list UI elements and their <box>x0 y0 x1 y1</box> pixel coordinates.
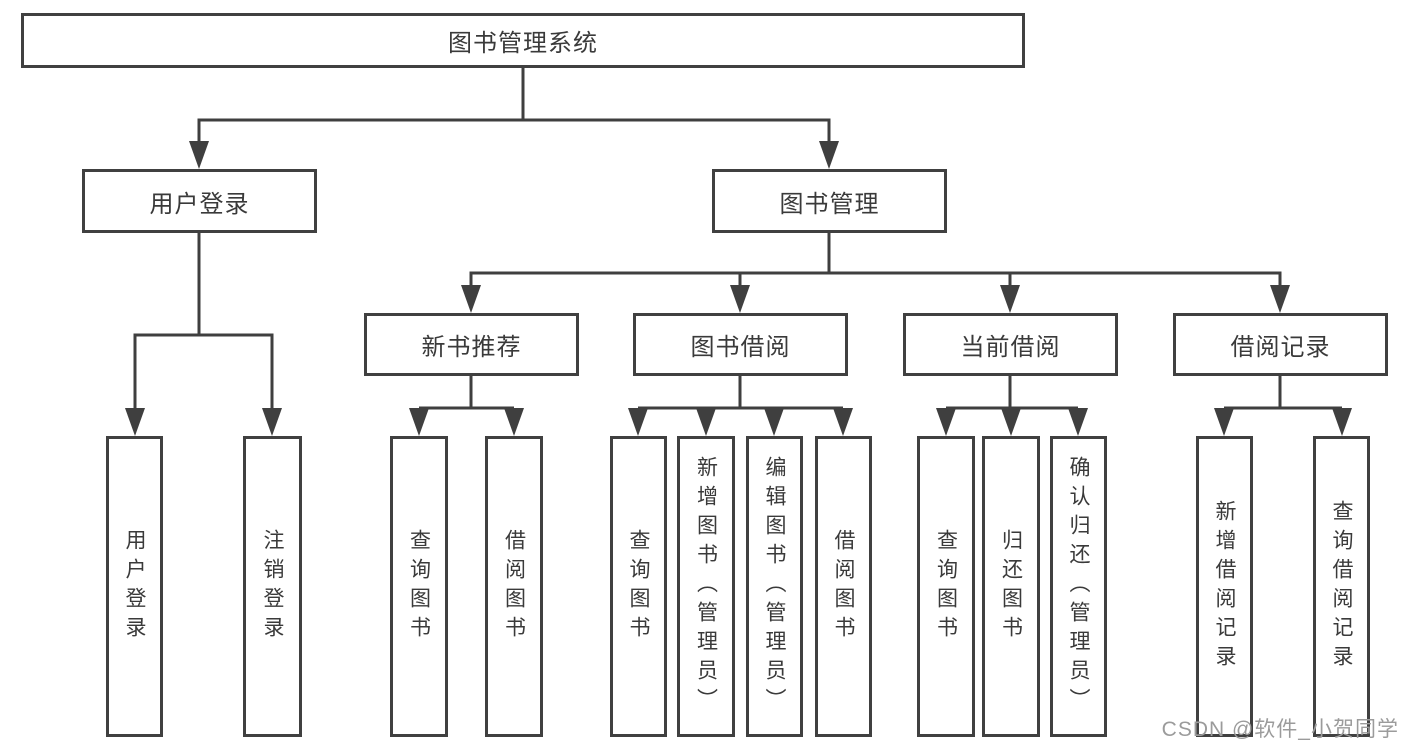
arrow-to-leaf-add-record <box>1214 408 1234 436</box>
csdn-watermark: CSDN @软件_小贺同学 <box>1161 718 1399 741</box>
node-leaf-add-book: 新增图书（管理员） <box>677 436 735 737</box>
node-current-borrow: 当前借阅 <box>903 313 1118 376</box>
node-borrow-records: 借阅记录 <box>1173 313 1388 376</box>
arrow-to-leaf-borrow-book-borrow <box>833 408 853 436</box>
node-leaf-edit-book: 编辑图书（管理员） <box>746 436 803 737</box>
leaf-label: 新增借阅记录 <box>1213 499 1237 674</box>
leaf-label: 查询借阅记录 <box>1330 499 1354 674</box>
arrow-to-leaf-add-book <box>696 408 716 436</box>
arrow-to-leaf-borrow-book-new <box>504 408 524 436</box>
leaf-label: 借阅图书 <box>502 528 526 645</box>
arrow-to-current-borrow <box>1000 285 1020 313</box>
arrow-to-user-login <box>189 141 209 169</box>
arrow-to-leaf-query-book-current <box>936 408 956 436</box>
leaf-label: 确认归还（管理员） <box>1067 456 1091 717</box>
leaf-label: 借阅图书 <box>832 528 856 645</box>
leaf-label: 查询图书 <box>934 528 958 645</box>
leaf-label: 编辑图书（管理员） <box>763 456 787 717</box>
arrow-to-borrow-records <box>1270 285 1290 313</box>
leaf-label: 用户登录 <box>123 528 147 645</box>
node-leaf-borrow-book-new: 借阅图书 <box>485 436 543 737</box>
node-leaf-borrow-book-borrow: 借阅图书 <box>815 436 872 737</box>
arrow-to-new-book-rec <box>461 285 481 313</box>
node-leaf-query-book-new: 查询图书 <box>390 436 448 737</box>
leaf-label: 查询图书 <box>627 528 651 645</box>
arrow-to-leaf-query-record <box>1332 408 1352 436</box>
node-book-mgmt: 图书管理 <box>712 169 947 233</box>
node-root: 图书管理系统 <box>21 13 1025 68</box>
node-leaf-user-login: 用户登录 <box>106 436 163 737</box>
node-leaf-logout: 注销登录 <box>243 436 302 737</box>
node-leaf-query-book-current: 查询图书 <box>917 436 975 737</box>
leaf-label: 注销登录 <box>261 528 285 645</box>
leaf-label: 新增图书（管理员） <box>694 456 718 717</box>
leaf-label: 归还图书 <box>999 528 1023 645</box>
arrow-to-book-mgmt <box>819 141 839 169</box>
leaf-label: 查询图书 <box>407 528 431 645</box>
node-leaf-add-record: 新增借阅记录 <box>1196 436 1253 737</box>
node-leaf-query-record: 查询借阅记录 <box>1313 436 1370 737</box>
arrow-to-leaf-query-book-new <box>409 408 429 436</box>
node-new-book-rec: 新书推荐 <box>364 313 579 376</box>
arrow-to-leaf-query-book-borrow <box>628 408 648 436</box>
node-leaf-query-book-borrow: 查询图书 <box>610 436 667 737</box>
node-user-login: 用户登录 <box>82 169 317 233</box>
node-book-borrow: 图书借阅 <box>633 313 848 376</box>
arrow-to-leaf-logout <box>262 408 282 436</box>
arrow-to-leaf-edit-book <box>764 408 784 436</box>
node-leaf-confirm-return: 确认归还（管理员） <box>1050 436 1107 737</box>
arrow-to-book-borrow <box>730 285 750 313</box>
arrow-to-leaf-return-book <box>1001 408 1021 436</box>
node-leaf-return-book: 归还图书 <box>982 436 1040 737</box>
arrow-to-leaf-confirm-return <box>1068 408 1088 436</box>
arrow-to-leaf-user-login <box>125 408 145 436</box>
